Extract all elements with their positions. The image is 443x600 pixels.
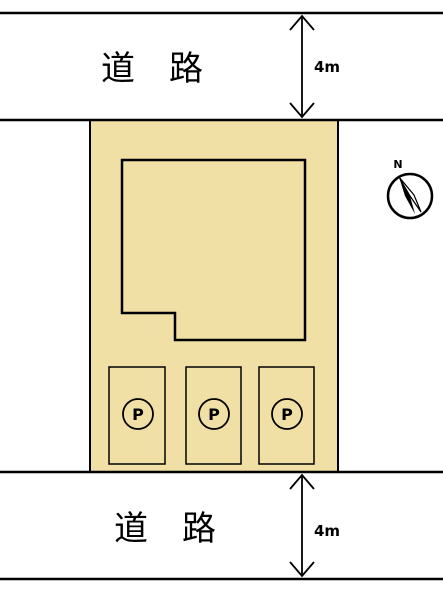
parking-label-2: P (208, 405, 220, 424)
parking-space-3 (258, 366, 315, 465)
top-road-label: 道 路 (101, 49, 203, 89)
parking-label-3: P (281, 405, 293, 424)
parking-icon-3: P (271, 398, 303, 430)
north-compass-icon: N (386, 158, 434, 220)
top-road-dimension-arrow (289, 14, 315, 119)
parking-space-1 (108, 366, 166, 465)
bottom-road-dimension-arrow (289, 473, 315, 578)
north-label: N (393, 158, 402, 171)
top-road-width-label: 4m (314, 58, 340, 76)
lot (89, 119, 339, 473)
building-footprint (120, 158, 307, 342)
parking-icon-1: P (122, 398, 154, 430)
parking-space-2 (185, 366, 242, 465)
bottom-road-label: 道 路 (114, 509, 216, 549)
bottom-road-width-label: 4m (314, 522, 340, 540)
parking-label-1: P (132, 405, 144, 424)
parking-icon-2: P (198, 398, 230, 430)
